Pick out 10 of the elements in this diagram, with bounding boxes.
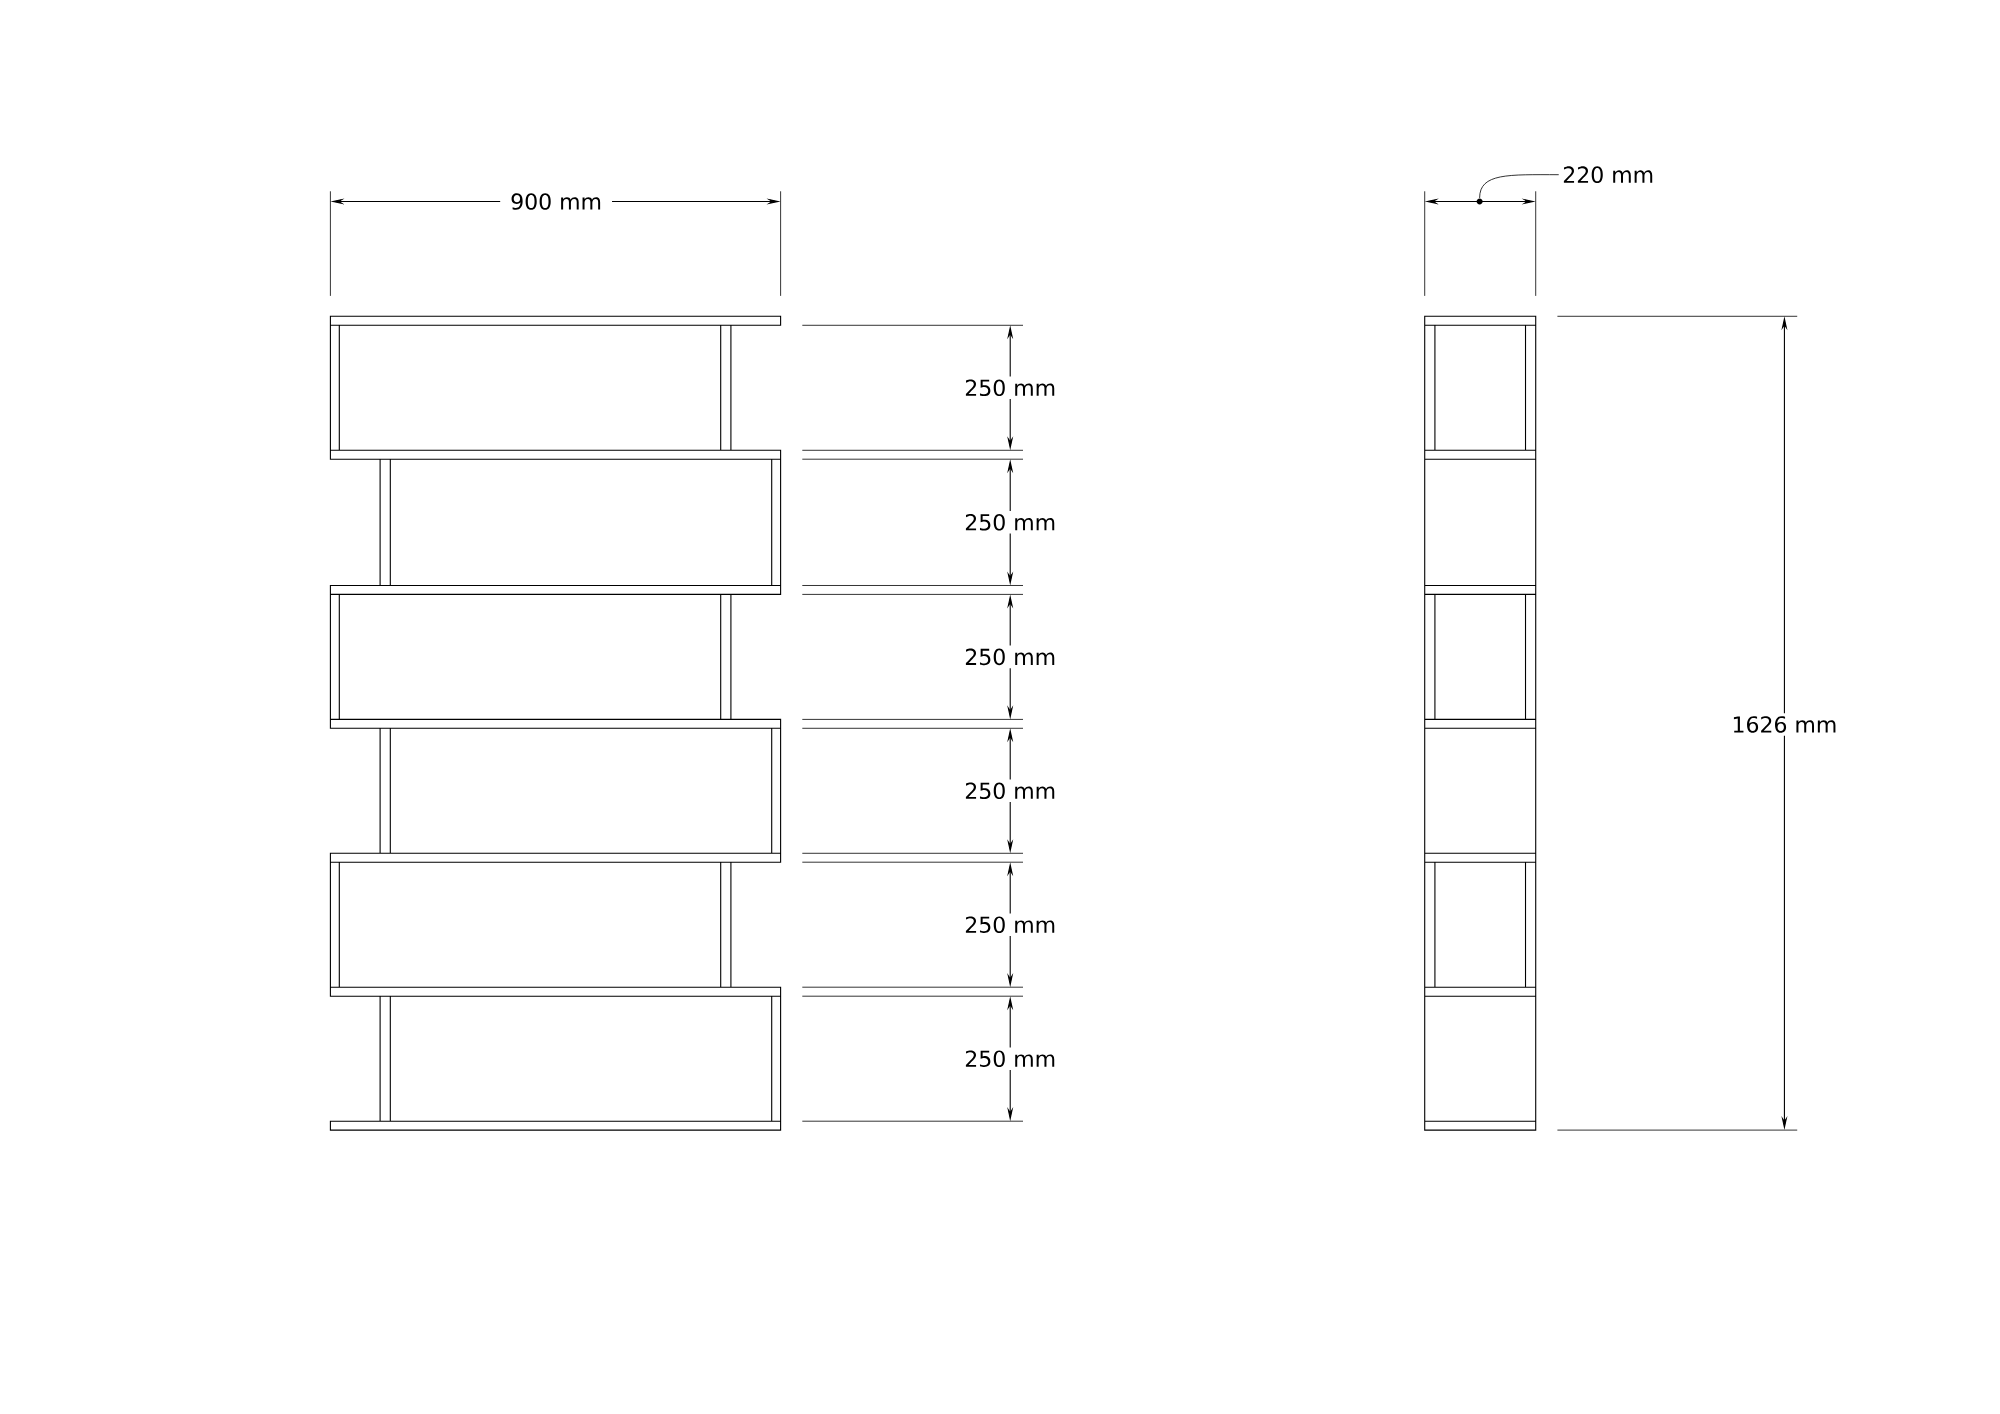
dimension-label: 250 mm — [961, 779, 1060, 803]
leader-line — [1479, 174, 1560, 199]
dimension-label: 220 mm — [1563, 166, 1653, 183]
dimension-label: 250 mm — [961, 510, 1060, 534]
dimension-label: 250 mm — [961, 645, 1060, 669]
dimension-label: 250 mm — [961, 1047, 1060, 1070]
dimension-label: 250 mm — [961, 376, 1060, 400]
dimension-label: 1626 mm — [1728, 713, 1841, 736]
dimension-label: 900 mm — [500, 190, 613, 213]
dimension-label: 250 mm — [961, 913, 1060, 936]
